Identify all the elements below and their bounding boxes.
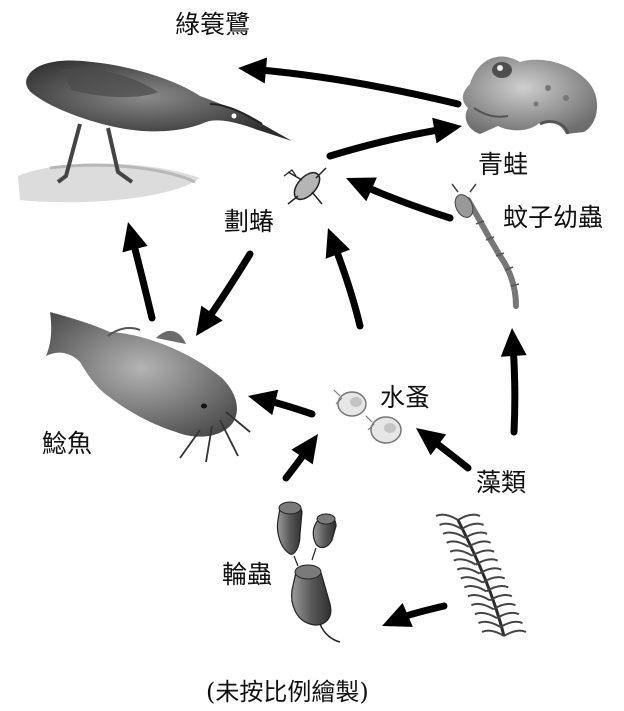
arrow-rotifer-to-daphnia <box>286 434 318 478</box>
arrow-algae-to-rotifer <box>382 603 444 627</box>
node-label-heron: 綠簑鷺 <box>175 12 250 37</box>
arrow-shaft <box>133 241 152 318</box>
node-label-larva: 蚊子幼蟲 <box>503 205 603 230</box>
frog-icon <box>463 57 597 134</box>
algae-frond <box>457 568 479 573</box>
algae-frond <box>450 550 472 555</box>
arrow-shaft <box>330 129 442 156</box>
algae-frond <box>440 524 462 529</box>
node-label-algae: 藻類 <box>476 470 526 495</box>
arrow-frog-to-heron <box>238 58 458 104</box>
arrow-head <box>432 118 462 144</box>
algae-frond <box>465 533 487 538</box>
node-label-frog: 青蛙 <box>478 152 528 177</box>
node-label-catfish: 鯰魚 <box>42 431 92 456</box>
arrow-head <box>238 58 267 84</box>
node-label-daphnia: 水蚤 <box>380 385 430 410</box>
algae-frond <box>454 559 476 564</box>
node-label-rotifer: 輪蟲 <box>222 562 272 587</box>
algae-frond <box>493 604 515 609</box>
node-label-beetle: 劃蝽 <box>224 209 274 234</box>
algae-frond <box>468 595 490 600</box>
arrow-algae-to-daphnia <box>416 428 468 468</box>
algae-frond <box>458 515 480 520</box>
arrow-beetle-to-catfish <box>196 254 250 336</box>
arrow-shaft <box>364 186 450 218</box>
arrow-larva-to-beetle <box>346 177 450 218</box>
arrow-catfish-to-heron <box>122 222 152 318</box>
algae-frond <box>443 533 465 538</box>
arrow-shaft <box>513 348 515 432</box>
algae-frond <box>436 515 458 520</box>
arrow-daphnia-to-catfish <box>248 390 312 415</box>
arrow-shaft <box>207 254 250 320</box>
arrow-head <box>122 222 147 252</box>
water-boatman-icon <box>284 168 326 204</box>
algae-frond <box>500 622 522 627</box>
algae-frond <box>464 586 486 591</box>
algae-frond <box>472 550 494 555</box>
algae-frond <box>471 604 493 609</box>
arrow-head <box>326 228 350 259</box>
algae-frond <box>447 541 469 546</box>
arrow-head <box>248 390 278 415</box>
algae-frond <box>475 613 497 618</box>
arrow-head <box>291 434 318 464</box>
arrow-shaft <box>335 247 360 326</box>
algae-frond <box>462 524 484 529</box>
algae-frond <box>461 577 483 582</box>
heron-icon <box>18 61 292 203</box>
arrow-head <box>196 306 223 336</box>
algae-frond <box>482 631 504 636</box>
algae-frond <box>497 613 519 618</box>
arrow-daphnia-to-beetle <box>326 228 360 326</box>
arrow-algae-to-larva <box>501 328 527 432</box>
algae-frond <box>476 559 498 564</box>
arrow-beetle-to-frog <box>330 118 462 156</box>
algae-frond <box>478 622 500 627</box>
algae-frond <box>469 541 491 546</box>
rotifer-icon <box>278 502 341 642</box>
diagram-caption: (未按比例繪製) <box>206 680 369 704</box>
arrow-shaft <box>258 70 458 104</box>
algae-frond <box>504 631 526 636</box>
algae-icon <box>436 515 526 636</box>
arrow-head <box>501 328 527 357</box>
